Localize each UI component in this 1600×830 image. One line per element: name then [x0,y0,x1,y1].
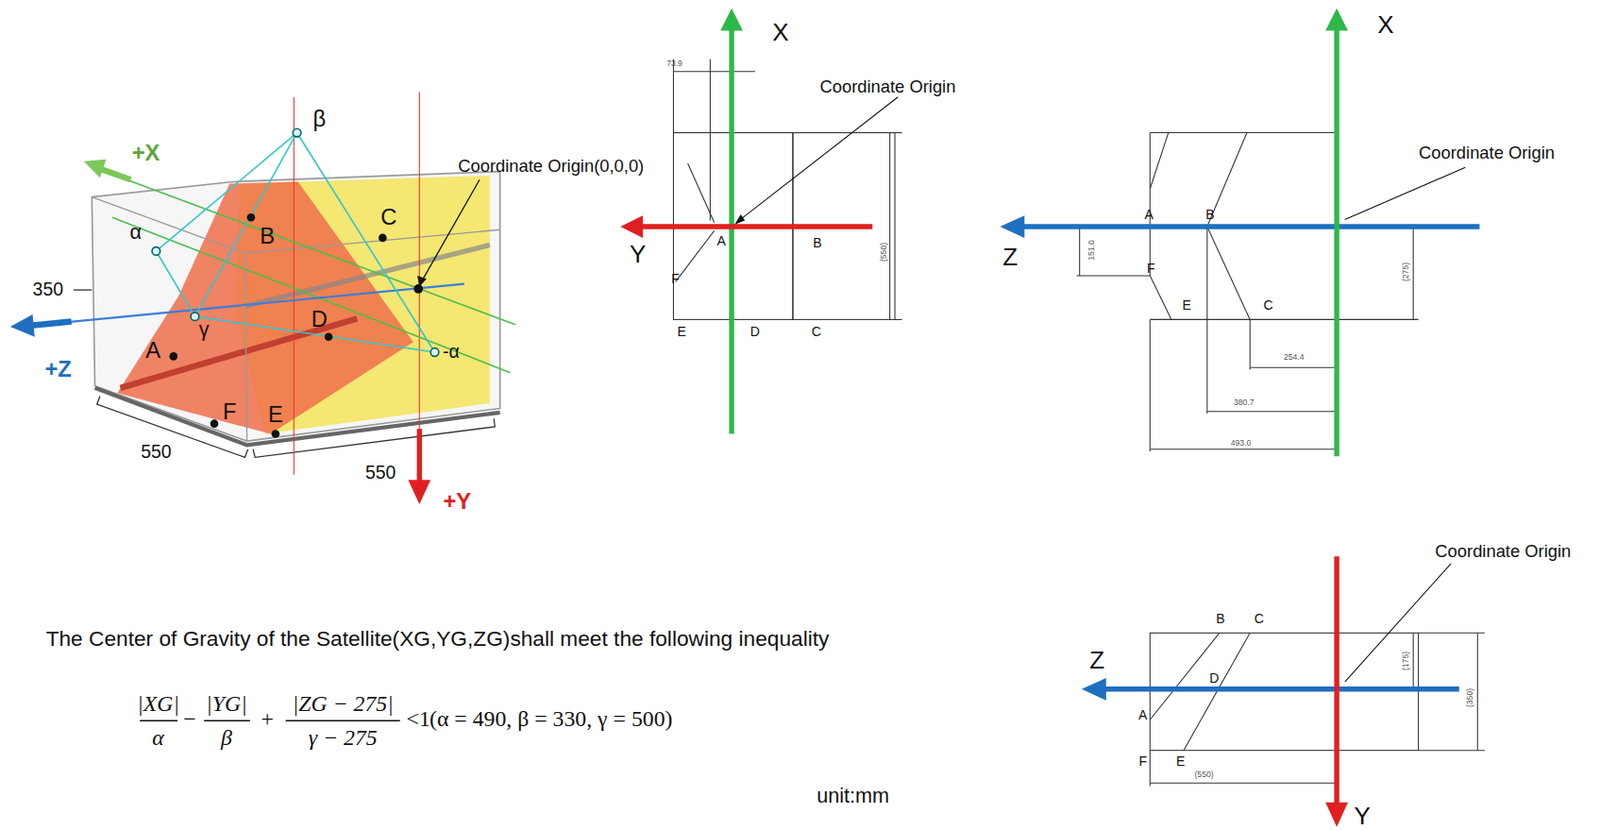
dimension-label: (275) [1400,261,1410,281]
point-label: F [671,271,680,286]
dimension-label: 73.9 [666,59,683,68]
equation-operator: − [183,707,196,731]
point-label: B [1205,207,1214,221]
callout-label: Coordinate Origin [1418,144,1555,162]
point-label: A [145,338,161,362]
point-label: D [1209,671,1219,685]
point-label: F [222,400,237,423]
point-label: α [130,222,143,244]
axis-label: +Z [44,357,71,381]
axis-label: +Y [442,489,472,513]
callout-label: Coordinate Origin [820,78,957,96]
point-label: -α [442,342,460,361]
axis-label: Z [1089,649,1105,674]
dimension-label: (175) [1400,651,1410,671]
point-label: E [1182,298,1192,312]
dimension-label: 550 [140,442,171,461]
equation-operator: <1 [406,707,431,731]
point-label: C [1254,611,1264,625]
axis-label: Y [629,242,646,268]
point-label: D [311,307,328,331]
equation-term: γ − 275 [308,726,378,750]
point-label: B [1215,611,1225,625]
point-label: F [1146,261,1156,275]
dimension-label: 151.0 [1086,239,1095,261]
equation-operator: + [261,707,274,731]
point-label: B [259,224,275,248]
dimension-label: (550) [879,242,889,262]
equation-term: α [151,726,164,750]
equation-term: β [220,726,233,750]
point-label: γ [199,319,210,340]
axis-label: +X [132,141,161,165]
point-label: A [1145,207,1154,221]
point-label: A [717,234,726,248]
requirement-text: The Center of Gravity of the Satellite(X… [46,626,830,649]
equation-constants: (α = 490, β = 330, γ = 500) [429,707,673,731]
equation-term: |XG| [136,692,180,716]
point-label: E [268,403,284,426]
callout-label: Coordinate Origin(0,0,0) [457,157,644,175]
axis-label: Z [1002,246,1018,271]
point-label: β [313,108,327,132]
dimension-label: 350 [33,280,64,299]
point-label: C [380,205,397,229]
dimension-label: 254.4 [1283,353,1305,362]
equation-term: |YG| [205,692,247,716]
point-label: F [1138,754,1147,768]
axis-label: X [772,20,789,46]
point-label: C [1263,298,1274,312]
equation-term: |ZG − 275| [292,692,394,716]
unit-note: unit:mm [816,785,890,807]
dimension-label: 493.0 [1230,438,1252,448]
axis-label: X [1377,13,1394,38]
point-label: E [1176,754,1185,768]
point-label: B [812,235,822,250]
dimension-label: (550) [1194,770,1213,779]
point-label: A [1138,707,1147,722]
dimension-label: 380.7 [1233,398,1255,407]
dimension-label: (350) [1465,688,1474,708]
dimension-label: 550 [365,463,396,482]
callout-label: Coordinate Origin [1434,542,1571,560]
point-label: C [811,324,822,338]
axis-label: Y [1353,804,1370,829]
point-label: E [676,324,686,338]
point-label: D [750,324,760,338]
